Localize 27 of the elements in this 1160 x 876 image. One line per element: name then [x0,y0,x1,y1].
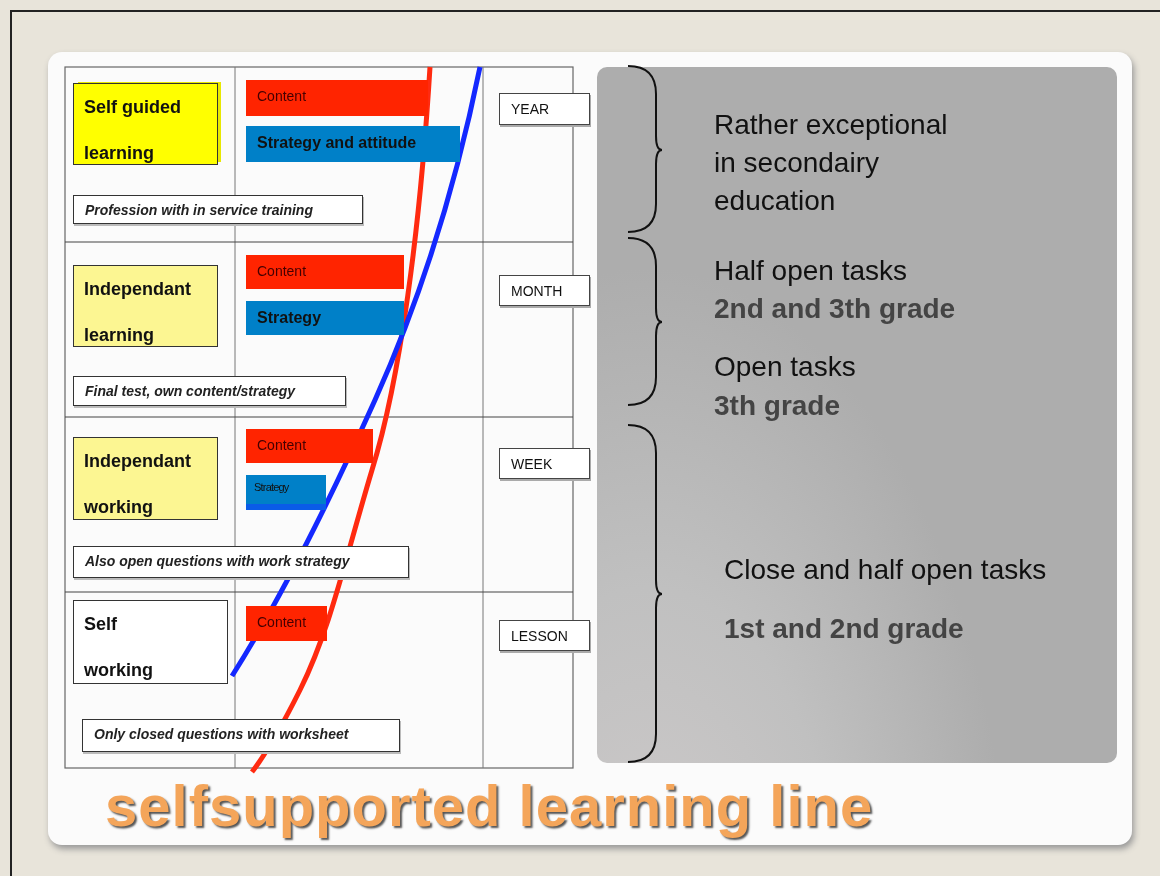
strategy-bar: Strategy [246,301,404,335]
description-box: Final test, own content/strategy [73,376,346,406]
content-bar: Content [246,606,327,641]
time-unit-tab: LESSON [499,620,590,651]
description-box: Only closed questions with worksheet [82,719,400,752]
grade-text: 1st and 2nd grade [724,612,964,646]
level-box: Independant learning [73,265,218,347]
strategy-bar: Strategy [246,475,326,510]
slide-title: selfsupported learning line [105,772,874,839]
strategy-bar: Strategy and attitude [246,126,460,162]
content-bar: Content [246,255,404,289]
task-text: Half open tasks [714,254,907,288]
content-bar: Content [246,429,373,463]
grade-text: 3th grade [714,389,841,423]
time-unit-tab: YEAR [499,93,590,125]
content-bar: Content [246,80,428,116]
level-box: Independant working [73,437,218,520]
task-text: Close and half open tasks [724,553,1047,587]
task-text: Open tasks [714,350,856,384]
level-box: Self guided learning [73,83,218,165]
description-box: Also open questions with work strategy [73,546,409,578]
level-box: Self working [73,600,228,684]
grade-text: 2nd and 3th grade [714,292,956,326]
task-text: Rather exceptional in secondairy education [714,108,949,219]
description-box: Profession with in service training [73,195,363,224]
time-unit-tab: WEEK [499,448,590,479]
time-unit-tab: MONTH [499,275,590,306]
